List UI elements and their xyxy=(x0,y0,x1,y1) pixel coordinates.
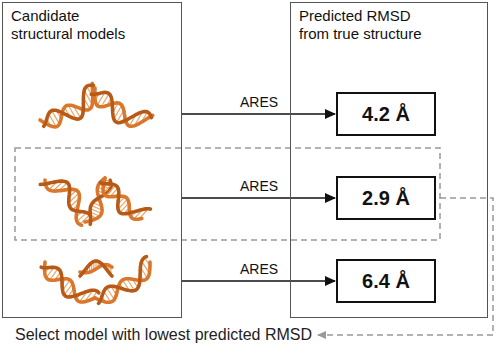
ares-arrow xyxy=(182,280,335,282)
rmsd-value: 6.4 Å xyxy=(362,270,410,293)
ares-arrow xyxy=(182,113,335,115)
arrow-label: ARES xyxy=(238,261,280,277)
panel-box: Predicted RMSD from true structure 4.2 Å 2… xyxy=(290,2,488,318)
rmsd-value: 4.2 Å xyxy=(362,103,410,126)
arrow-label: ARES xyxy=(238,178,280,194)
value-box: 4.2 Å xyxy=(336,92,436,136)
arrow-label: ARES xyxy=(238,94,280,110)
note-text: Select model with lowest predicted RMSD xyxy=(15,326,312,344)
value-box: 2.9 Å xyxy=(336,176,436,220)
value-box: 6.4 Å xyxy=(336,259,436,303)
panel-title: Candidate structural models xyxy=(11,7,143,43)
panel-box: Candidate structural models xyxy=(2,2,182,318)
rna-models xyxy=(40,83,153,303)
selection-frame xyxy=(15,148,440,240)
ares-arrow xyxy=(182,197,335,199)
panel-title: Predicted RMSD from true structure xyxy=(299,7,441,43)
rmsd-value: 2.9 Å xyxy=(362,187,410,210)
